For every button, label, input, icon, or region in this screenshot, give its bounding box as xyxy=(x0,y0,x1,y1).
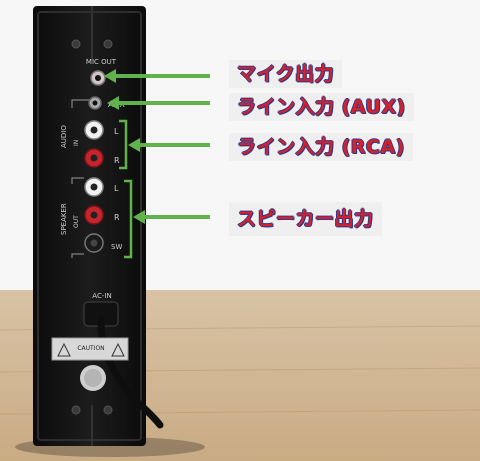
panel-label-audio: AUDIO xyxy=(60,125,68,148)
panel-label-sw: SW xyxy=(111,243,122,251)
panel-label-r: R xyxy=(114,156,120,165)
panel-label-l: L xyxy=(114,127,119,136)
panel-label-l2: L xyxy=(114,184,119,193)
callout-speaker-out: スピーカー出力 xyxy=(229,202,382,236)
jack-speaker-r xyxy=(84,205,104,225)
panel-label-out: OUT xyxy=(73,215,80,228)
panel-label-mic-out: MIC OUT xyxy=(86,58,117,66)
panel-label-r2: R xyxy=(114,213,120,222)
panel-label-speaker: SPEAKER xyxy=(60,203,68,235)
screw xyxy=(71,405,81,415)
jack-line-in-l xyxy=(84,120,104,140)
jack-line-in-r xyxy=(84,148,104,168)
jack-mic-out xyxy=(90,70,106,86)
caution-label xyxy=(51,337,129,361)
screw xyxy=(71,39,81,49)
screw xyxy=(103,405,113,415)
panel-label-in: IN xyxy=(73,140,80,146)
jack-aux xyxy=(88,96,102,110)
caution-text: CAUTION xyxy=(77,345,104,352)
speaker-body xyxy=(33,6,146,446)
screw xyxy=(103,39,113,49)
bracket-speaker-out xyxy=(124,179,133,259)
callout-line-in-rca: ライン入力 (RCA) xyxy=(229,133,413,161)
callout-line-in-aux: ライン入力 (AUX) xyxy=(229,93,414,121)
bracket-line-in xyxy=(119,119,128,170)
callout-mic-out: マイク出力 xyxy=(229,60,343,88)
jack-speaker-l xyxy=(84,177,104,197)
jack-subwoofer xyxy=(84,233,104,253)
panel-label-ac-in: AC-IN xyxy=(92,292,111,300)
